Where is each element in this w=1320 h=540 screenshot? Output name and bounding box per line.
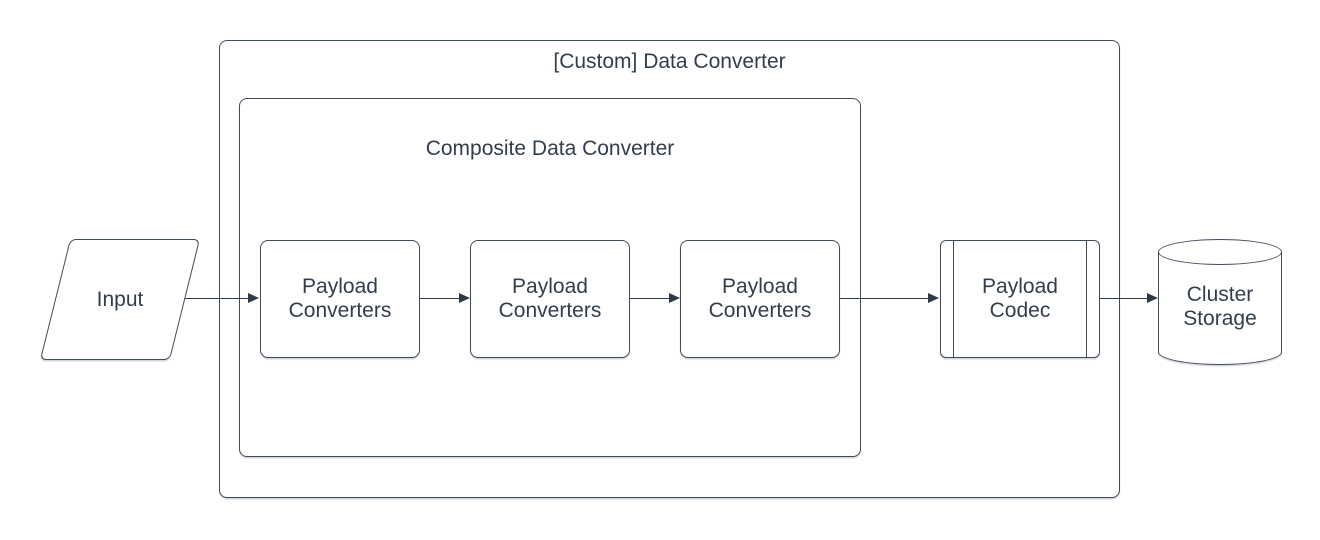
- arrowhead: [1147, 293, 1158, 303]
- arrow-line: [840, 297, 930, 299]
- payload-converters-3-label-line1: Payload: [722, 275, 798, 298]
- input-node-label: Input: [96, 287, 144, 311]
- payload-converters-2-label-line1: Payload: [512, 275, 588, 298]
- arrowhead: [459, 293, 470, 303]
- arrow-converter2-to-converter3: [630, 293, 680, 304]
- arrowhead: [248, 293, 259, 303]
- payload-converters-node-2: Payload Converters: [470, 240, 630, 358]
- cluster-storage-cylinder-top: [1158, 239, 1282, 265]
- arrow-line: [185, 297, 250, 299]
- arrowhead: [928, 293, 939, 303]
- arrow-converter1-to-converter2: [420, 293, 470, 304]
- payload-converters-node-1: Payload Converters: [260, 240, 420, 358]
- arrow-line: [420, 297, 461, 299]
- custom-data-converter-label: [Custom] Data Converter: [553, 50, 786, 73]
- payload-converters-1-label-line1: Payload: [302, 275, 378, 298]
- arrow-converter3-to-codec: [840, 293, 939, 304]
- arrow-line: [630, 297, 671, 299]
- cluster-storage-cylinder-body: [1158, 252, 1282, 352]
- payload-converters-node-3: Payload Converters: [680, 240, 840, 358]
- payload-converters-2-label-line2: Converters: [498, 299, 602, 322]
- payload-codec-node: Payload Codec: [940, 240, 1100, 358]
- payload-codec-label-line2: Codec: [989, 299, 1051, 322]
- cluster-storage-label-line2: Storage: [1183, 307, 1257, 330]
- payload-codec-label-line1: Payload: [982, 275, 1058, 298]
- cluster-storage-node-label: Cluster Storage: [1158, 254, 1282, 360]
- arrow-line: [1100, 297, 1149, 299]
- arrow-codec-to-storage: [1100, 293, 1158, 304]
- arrowhead: [669, 293, 680, 303]
- payload-converters-3-label-line2: Converters: [708, 299, 812, 322]
- composite-data-converter-label: Composite Data Converter: [425, 137, 675, 160]
- cluster-storage-label-line1: Cluster: [1186, 283, 1254, 306]
- arrow-input-to-converter1: [185, 293, 259, 304]
- payload-converters-1-label-line2: Converters: [288, 299, 392, 322]
